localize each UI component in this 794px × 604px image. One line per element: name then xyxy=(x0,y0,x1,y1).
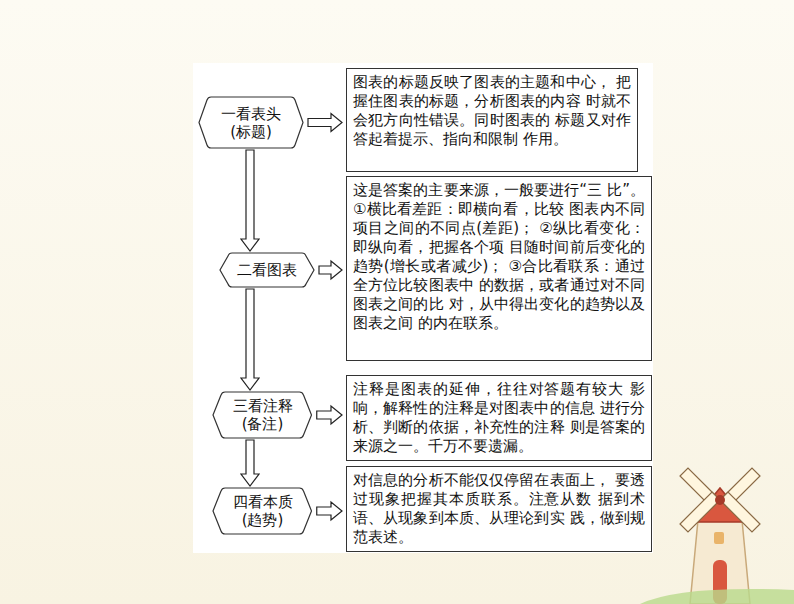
text-box: 图表的标题反映了图表的主题和中心， 把握住图表的标题，分析图表的内容 时就不会犯… xyxy=(346,68,638,172)
explanation-text: 对信息的分析不能仅仅停留在表面上， 要透过现象把握其本质联系。注意从数 据到术语… xyxy=(353,471,645,547)
text-box: 注释是图表的延伸，往往对答题有较大 影响，解释性的注释是对图表中的信息 进行分析… xyxy=(346,375,652,461)
hexagon-path xyxy=(199,97,303,148)
hollow-arrow xyxy=(317,502,342,520)
hollow-arrow xyxy=(241,289,259,390)
step-label: 三看注释 (备注) xyxy=(230,397,295,433)
text-box: 这是答案的主要来源，一般要进行“三 比”。①横比看差距：即横向看，比较 图表内不… xyxy=(346,176,652,361)
windmill xyxy=(640,468,794,604)
grass xyxy=(640,589,794,604)
hollow-arrow xyxy=(308,114,342,132)
text-box: 对信息的分析不能仅仅停留在表面上， 要透过现象把握其本质联系。注意从数 据到术语… xyxy=(346,466,652,552)
step-label: 四看本质 (趋势) xyxy=(230,493,295,529)
step-hexagon: 一看表头 (标题) xyxy=(199,97,303,148)
windmill-blade xyxy=(680,492,720,532)
explanation-text: 图表的标题反映了图表的主题和中心， 把握住图表的标题，分析图表的内容 时就不会犯… xyxy=(353,73,631,149)
step-hexagon: 四看本质 (趋势) xyxy=(213,488,312,534)
windmill-blade xyxy=(720,492,760,532)
hexagon-path xyxy=(213,488,312,534)
explanation-text: 注释是图表的延伸，往往对答题有较大 影响，解释性的注释是对图表中的信息 进行分析… xyxy=(353,380,645,456)
hollow-arrow xyxy=(241,150,259,251)
windmill-hub xyxy=(715,495,725,505)
windmill-window xyxy=(714,532,724,544)
hexagon-path xyxy=(220,253,314,287)
hollow-arrow xyxy=(319,261,342,279)
hexagon-path xyxy=(213,392,312,438)
explanation-text: 这是答案的主要来源，一般要进行“三 比”。①横比看差距：即横向看，比较 图表内不… xyxy=(353,181,645,333)
step-hexagon: 二看图表 xyxy=(220,253,314,287)
step-hexagon: 三看注释 (备注) xyxy=(213,392,312,438)
step-label: 一看表头 (标题) xyxy=(219,105,284,141)
hollow-arrow xyxy=(241,440,259,486)
step-label: 二看图表 xyxy=(237,261,297,279)
hollow-arrow xyxy=(317,406,342,424)
